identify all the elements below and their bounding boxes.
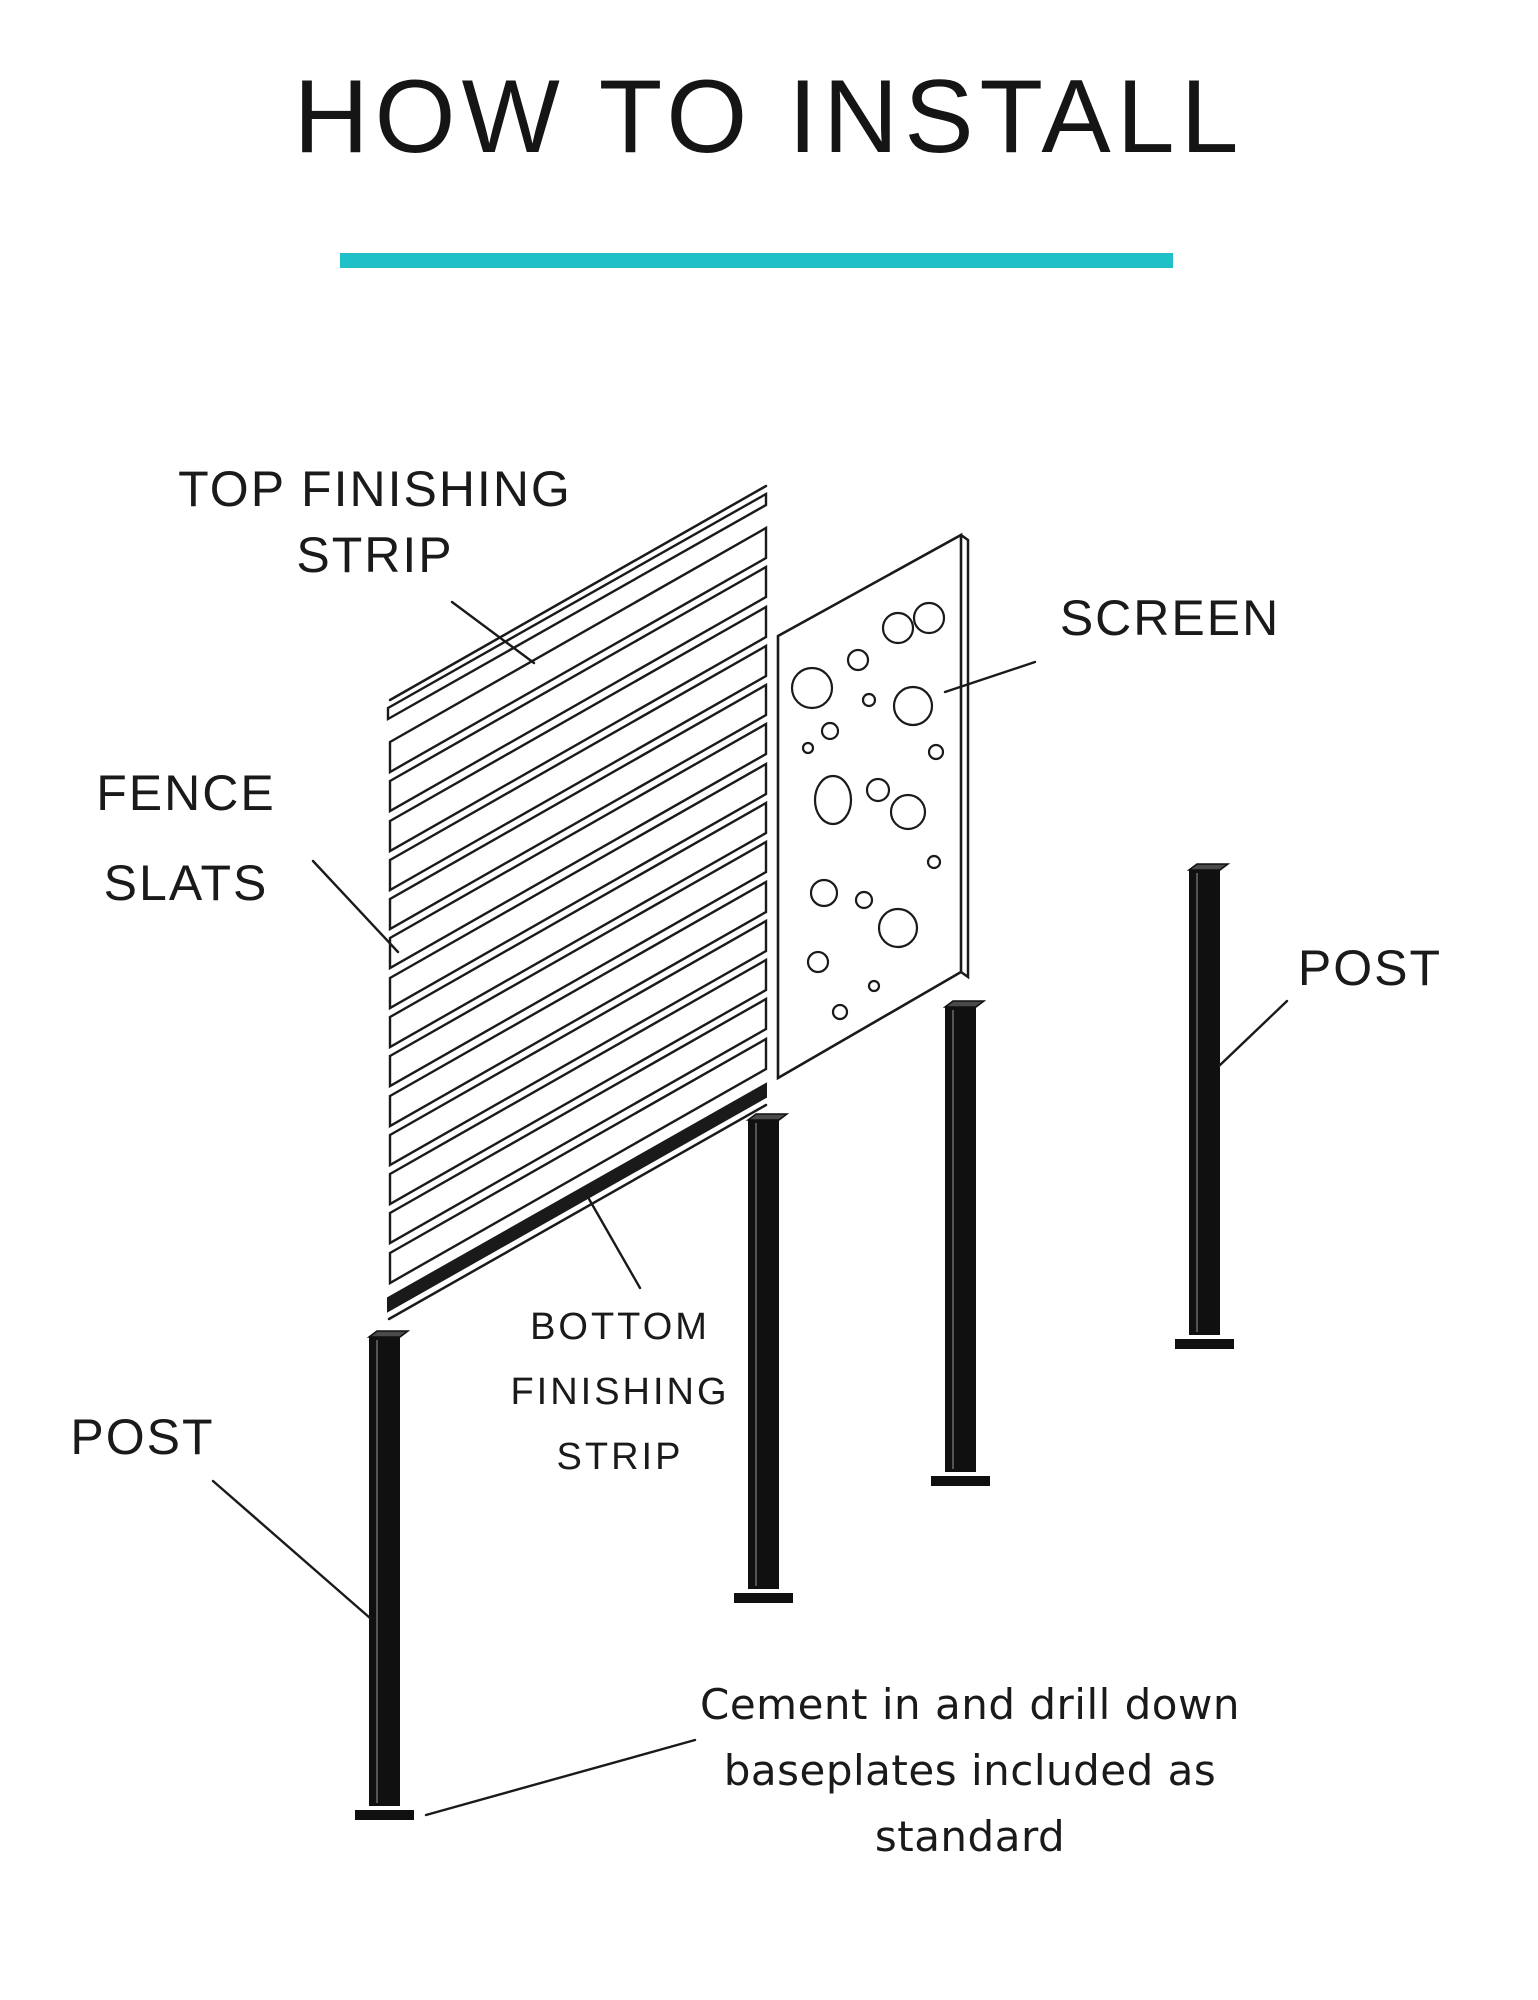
leader-screen [943, 660, 1037, 694]
note-baseplates: Cement in and drill down baseplates incl… [670, 1672, 1270, 1870]
bottom-finishing-strip-drawing [387, 1082, 768, 1321]
screen-hole [854, 890, 874, 910]
screen-hole [806, 950, 830, 974]
screen-hole [926, 854, 942, 870]
screen-hole [927, 743, 945, 761]
screen-hole [820, 721, 840, 741]
leader-lines [211, 600, 1289, 1817]
fence-slat [388, 918, 768, 1168]
label-top-finishing-strip-line1: TOP FINISHING [178, 461, 572, 517]
fence-slat [388, 643, 768, 893]
post-right-drawing [1175, 863, 1234, 1349]
label-post-right: POST [1297, 940, 1443, 996]
fence-slat [388, 996, 768, 1246]
screen-hole [877, 907, 919, 949]
label-fence-slats-line2: SLATS [103, 855, 269, 911]
fence-slat [388, 879, 768, 1129]
label-top-finishing-strip-line2: STRIP [296, 527, 454, 583]
screen-hole [801, 741, 815, 755]
leader-fence-slats [311, 859, 400, 954]
screen-hole [912, 601, 946, 635]
label-bottom-finishing-strip-line3: STRIP [556, 1436, 684, 1478]
screen-hole [813, 774, 853, 826]
fence-slat [388, 957, 768, 1207]
leader-bottom-finishing-strip [583, 1190, 642, 1290]
post-middle-left-drawing [734, 1113, 793, 1603]
label-bottom-finishing-strip-line1: BOTTOM [530, 1306, 710, 1348]
screen-hole [865, 777, 891, 803]
fence-slat [388, 721, 768, 971]
screen-hole [889, 793, 927, 831]
label-fence-slats-line1: FENCE [96, 765, 276, 821]
fence-slat [388, 682, 768, 932]
screen-hole [809, 878, 839, 908]
accent-divider-bar [340, 253, 1173, 268]
note-baseplates-line1: Cement in and drill down [700, 1680, 1240, 1729]
label-fence-slats: FENCE SLATS [36, 748, 336, 928]
post-middle-right-drawing [931, 1000, 990, 1486]
fence-slat [388, 1036, 768, 1286]
screen-hole [831, 1003, 849, 1021]
fence-slats-drawing [388, 525, 768, 1286]
screen-hole [892, 685, 934, 727]
screen-hole [790, 666, 834, 710]
screen-hole [867, 979, 881, 993]
label-bottom-finishing-strip-line2: FINISHING [510, 1371, 730, 1413]
page-title: HOW TO INSTALL [293, 59, 1245, 175]
leader-top-finishing-strip [450, 600, 536, 665]
label-screen: SCREEN [1059, 590, 1281, 646]
leader-post-left [211, 1479, 372, 1620]
post-left-drawing [355, 1330, 414, 1820]
fence-slat [388, 839, 768, 1089]
leader-post-right [1217, 999, 1289, 1068]
screen-hole [881, 611, 915, 645]
label-post-left: POST [70, 1409, 215, 1465]
fence-slat [388, 800, 768, 1050]
leader-cement-note [424, 1738, 697, 1817]
fence-slat [388, 604, 768, 854]
note-baseplates-line2: baseplates included as [723, 1746, 1217, 1795]
top-finishing-strip-drawing [386, 484, 768, 722]
screen-hole [846, 648, 870, 672]
screen-panel-drawing [776, 532, 970, 1081]
note-baseplates-line3: standard [874, 1812, 1066, 1861]
fence-slat [388, 525, 768, 775]
label-bottom-finishing-strip: BOTTOM FINISHING STRIP [470, 1295, 770, 1490]
label-top-finishing-strip: TOP FINISHING STRIP [130, 456, 620, 588]
screen-hole [861, 692, 877, 708]
fence-slat [388, 564, 768, 814]
fence-slat [388, 761, 768, 1011]
